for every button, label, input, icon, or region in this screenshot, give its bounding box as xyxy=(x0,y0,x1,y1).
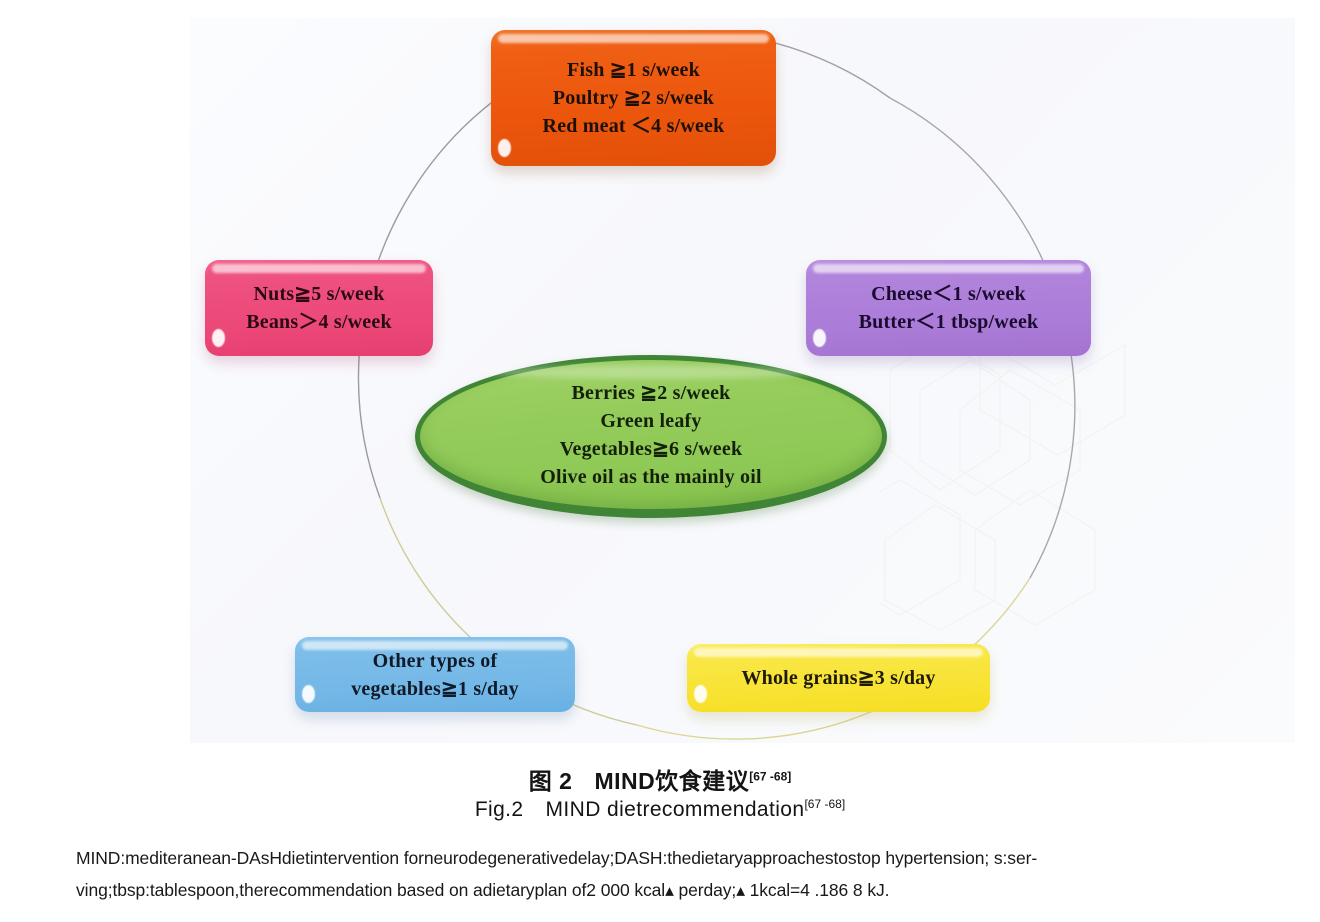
othervegs-line-2: vegetables≧1 s/day xyxy=(351,677,519,700)
caption-cn-title: MIND饮食建议 xyxy=(594,768,750,794)
nuts-line-2: Beans＞4 s/week xyxy=(246,311,392,333)
core-ellipse[interactable]: Berries ≧2 s/week Green leafy Vegetables… xyxy=(415,355,887,518)
caption-en-label: Fig.2 xyxy=(474,798,524,821)
caption-cn-ref: [67 -68] xyxy=(749,769,792,784)
other-vegetables-box[interactable]: Other types of vegetables≧1 s/day xyxy=(295,637,575,712)
core-line-4: Olive oil as the mainly oil xyxy=(540,465,762,488)
grains-line-1: Whole grains≧3 s/day xyxy=(741,667,936,689)
caption-chinese: 图 2 MIND饮食建议[67 -68] xyxy=(0,762,1320,796)
dairy-line-2: Butter＜1 tbsp/week xyxy=(858,311,1039,333)
cheese-butter-box[interactable]: Cheese＜1 s/week Butter＜1 tbsp/week xyxy=(806,260,1091,356)
protein-box[interactable]: Fish ≧1 s/week Poultry ≧2 s/week Red mea… xyxy=(491,30,776,166)
whole-grains-box[interactable]: Whole grains≧3 s/day xyxy=(687,644,990,712)
core-line-2: Green leafy xyxy=(600,409,702,432)
protein-line-2: Poultry ≧2 s/week xyxy=(552,87,715,109)
caption-english: Fig.2 MIND dietrecommendation[67 -68] xyxy=(0,797,1320,822)
footnote-line-1: MIND:mediteranean-DAsHdietintervention f… xyxy=(76,848,1038,868)
caption-cn-label: 图 2 xyxy=(528,768,573,794)
protein-line-3: Red meat ＜4 s/week xyxy=(542,115,725,137)
footnote-line-2: ving;tbsp:tablespoon,therecommendation b… xyxy=(76,880,890,901)
nuts-line-1: Nuts≧5 s/week xyxy=(253,283,385,305)
nuts-beans-box[interactable]: Nuts≧5 s/week Beans＞4 s/week xyxy=(205,260,433,356)
othervegs-line-1: Other types of xyxy=(372,649,498,672)
core-line-3: Vegetables≧6 s/week xyxy=(559,437,743,460)
dairy-line-1: Cheese＜1 s/week xyxy=(871,283,1026,305)
caption-en-ref: [67 -68] xyxy=(804,797,846,811)
caption-en-title: MIND dietrecommendation xyxy=(545,798,805,821)
core-line-1: Berries ≧2 s/week xyxy=(571,381,731,404)
figure-footnote: MIND:mediteranean-DAsHdietintervention f… xyxy=(76,842,1244,907)
protein-line-1: Fish ≧1 s/week xyxy=(567,59,700,81)
